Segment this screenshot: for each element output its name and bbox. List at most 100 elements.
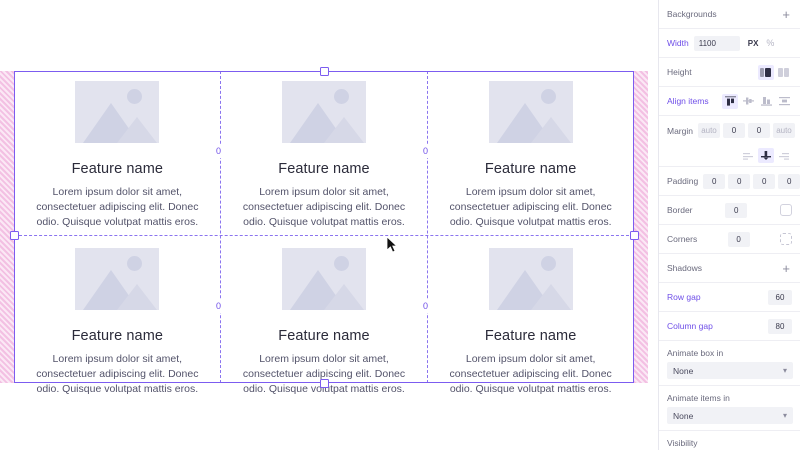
height-fixed-icon[interactable] <box>758 64 774 80</box>
feature-card[interactable]: Feature name Lorem ipsum dolor sit amet,… <box>221 238 428 405</box>
image-placeholder-icon <box>75 81 160 143</box>
feature-card[interactable]: Feature name Lorem ipsum dolor sit amet,… <box>14 71 221 238</box>
feature-card-body: Lorem ipsum dolor sit amet, consectetuer… <box>36 353 199 395</box>
feature-card-title: Feature name <box>278 161 370 177</box>
animate-items-in-label: Animate items in <box>667 393 730 403</box>
column-gap-label: 0 <box>422 145 430 158</box>
feature-card[interactable]: Feature name Lorem ipsum dolor sit amet,… <box>221 71 428 238</box>
row-gap-input[interactable] <box>768 289 792 305</box>
column-gap-input[interactable] <box>768 318 792 334</box>
panel-row-shadows: Shadows + <box>659 254 800 283</box>
feature-card-body: Lorem ipsum dolor sit amet, consectetuer… <box>242 353 406 395</box>
add-background-button[interactable]: + <box>782 6 790 22</box>
panel-row-backgrounds: Backgrounds + <box>659 0 800 29</box>
feature-card-title: Feature name <box>484 161 577 177</box>
height-auto-icon[interactable] <box>776 65 792 80</box>
border-label: Border <box>667 205 693 215</box>
panel-row-padding: Padding <box>659 167 800 196</box>
backgrounds-label: Backgrounds <box>667 9 717 19</box>
border-style-icon[interactable] <box>779 204 792 216</box>
image-placeholder-icon <box>281 81 366 143</box>
column-gap-label: 0 <box>215 300 223 313</box>
panel-row-corners: Corners <box>659 225 800 254</box>
padding-right-input[interactable] <box>728 173 751 189</box>
feature-card[interactable]: Feature name Lorem ipsum dolor sit amet,… <box>427 71 634 238</box>
row-gap-label: Row gap <box>667 292 701 302</box>
feature-card-body: Lorem ipsum dolor sit amet, consectetuer… <box>449 186 612 228</box>
margin-align-right-icon[interactable] <box>776 148 792 163</box>
selection-outline <box>14 71 634 383</box>
row-guide <box>14 235 634 236</box>
animate-items-in-select[interactable]: None ▾ <box>667 407 793 424</box>
width-unit-px-button[interactable]: PX <box>747 38 759 48</box>
padding-inputs <box>703 173 800 189</box>
margin-align-left-icon[interactable] <box>740 148 756 163</box>
margin-bottom-input[interactable] <box>747 123 770 138</box>
width-label: Width <box>667 38 689 48</box>
height-label: Height <box>667 67 692 77</box>
animate-items-in-value: None <box>673 410 694 421</box>
margin-left-input[interactable] <box>772 123 795 138</box>
width-input[interactable] <box>693 35 740 51</box>
panel-row-row-gap: Row gap <box>659 283 800 312</box>
panel-row-height: Height <box>659 58 800 87</box>
padding-left-input[interactable] <box>778 173 800 189</box>
panel-row-align-items: Align items <box>659 87 800 116</box>
panel-row-margin: Margin <box>659 116 800 145</box>
feature-card-title: Feature name <box>278 328 370 344</box>
image-placeholder-icon <box>488 81 573 143</box>
column-gap-label: Column gap <box>667 321 713 331</box>
panel-row-width: Width PX % <box>659 29 800 58</box>
properties-panel[interactable]: Backgrounds + Width PX % Height Align <box>658 0 800 450</box>
feature-card[interactable]: Feature name Lorem ipsum dolor sit amet,… <box>427 238 634 405</box>
align-center-icon[interactable] <box>740 94 756 109</box>
divider <box>659 430 800 431</box>
image-placeholder-icon <box>488 248 573 310</box>
resize-handle-top[interactable] <box>320 67 329 76</box>
corner-radius-input[interactable] <box>727 231 750 247</box>
panel-row-margin-align <box>659 145 800 167</box>
padding-indicator-left <box>0 71 14 383</box>
animate-box-in-value: None <box>673 365 694 376</box>
feature-card-body: Lorem ipsum dolor sit amet, consectetuer… <box>242 186 406 228</box>
align-items-group <box>722 93 792 109</box>
corner-radius-icon[interactable] <box>779 233 792 245</box>
feature-card-title: Feature name <box>71 161 164 177</box>
border-width-input[interactable] <box>725 202 748 218</box>
width-unit-percent-button[interactable]: % <box>766 38 775 48</box>
padding-bottom-input[interactable] <box>753 173 776 189</box>
align-items-label: Align items <box>667 96 709 106</box>
chevron-down-icon: ▾ <box>782 366 787 375</box>
resize-handle-bottom[interactable] <box>320 379 329 388</box>
height-mode-group <box>758 64 792 80</box>
panel-row-border: Border <box>659 196 800 225</box>
animate-box-in-label: Animate box in <box>667 348 724 358</box>
chevron-down-icon: ▾ <box>782 411 787 420</box>
margin-align-center-icon[interactable] <box>758 148 774 163</box>
resize-handle-right[interactable] <box>630 231 639 240</box>
align-stretch-icon[interactable] <box>776 94 792 109</box>
animate-box-in-select[interactable]: None ▾ <box>667 362 793 379</box>
resize-handle-left[interactable] <box>10 231 19 240</box>
design-canvas[interactable]: Feature name Lorem ipsum dolor sit amet,… <box>0 0 658 450</box>
feature-card-body: Lorem ipsum dolor sit amet, consectetuer… <box>449 353 612 395</box>
image-placeholder-icon <box>75 248 160 310</box>
column-guide <box>220 71 221 383</box>
align-end-icon[interactable] <box>758 94 774 109</box>
margin-inputs <box>697 123 795 138</box>
align-start-icon[interactable] <box>722 93 738 109</box>
shadows-label: Shadows <box>667 263 702 273</box>
padding-indicator-right <box>634 71 648 383</box>
feature-grid: Feature name Lorem ipsum dolor sit amet,… <box>14 71 634 395</box>
margin-top-input[interactable] <box>697 123 720 138</box>
margin-label: Margin <box>667 125 693 136</box>
add-shadow-button[interactable]: + <box>782 260 790 276</box>
margin-align-group <box>740 148 792 163</box>
feature-card[interactable]: Feature name Lorem ipsum dolor sit amet,… <box>14 238 221 405</box>
column-gap-label: 0 <box>215 145 223 158</box>
padding-top-input[interactable] <box>703 173 726 189</box>
column-guide <box>427 71 428 383</box>
margin-right-input[interactable] <box>722 123 745 138</box>
feature-card-title: Feature name <box>484 328 577 344</box>
